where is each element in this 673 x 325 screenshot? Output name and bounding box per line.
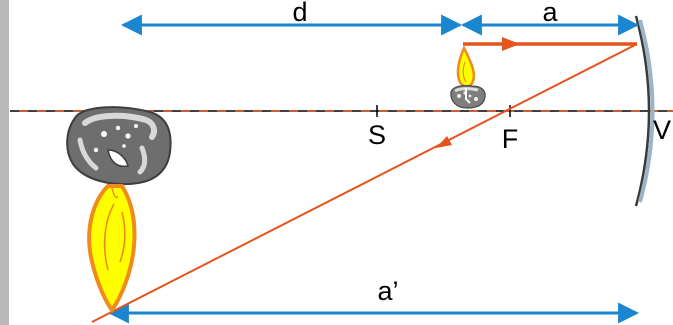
reflected-ray	[91, 43, 638, 323]
concave-mirror-icon	[634, 15, 655, 207]
large-inverted-candle-image-icon	[66, 106, 172, 314]
label-v: V	[653, 115, 671, 145]
label-a-prime: a’	[377, 276, 398, 306]
label-s: S	[368, 120, 386, 150]
label-f: F	[502, 124, 519, 154]
left-border	[0, 0, 9, 325]
reflected-ray-arrowhead	[436, 136, 452, 148]
label-d: d	[292, 0, 307, 27]
incident-ray-arrowhead	[502, 37, 520, 51]
small-candle-object-icon	[450, 45, 486, 109]
label-a: a	[542, 0, 558, 27]
